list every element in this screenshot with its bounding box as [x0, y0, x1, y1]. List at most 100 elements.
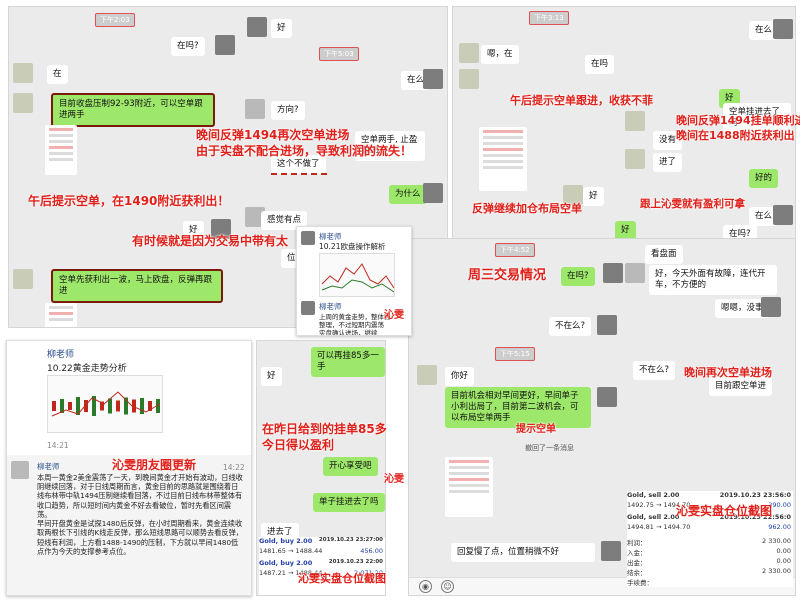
post-text: 上周的黄金走势，整体强: [319, 313, 391, 321]
chat-message: 单子挂进去了吗: [313, 493, 385, 513]
comment-body: 本周一黄金2美金震荡了一天，到晚间黄金才开始有波动，日线收阴继续回落，对于日线周…: [37, 473, 243, 556]
caption-yesterday: 在昨日给到的挂单85多 今日得以盈利: [262, 422, 387, 452]
post-time: 14:21: [47, 441, 69, 450]
chart-thumbnail: [47, 375, 163, 433]
candle: [124, 397, 128, 415]
chat-message: 好: [271, 19, 292, 39]
timestamp: 下午4:52: [495, 243, 535, 257]
avatar: [215, 35, 235, 55]
avatar: [247, 17, 267, 37]
caption-wednesday: 周三交易情况: [468, 268, 547, 283]
avatar: [459, 43, 479, 63]
position-pl: 2 071.20: [354, 569, 383, 577]
summary-label: 入金：: [627, 549, 647, 557]
summary-value: 2 330.00: [762, 567, 791, 575]
post-card-big: 柳老师 10.22黄金走势分析 14:21 柳老师 14:22 本周一黄金2美金…: [6, 340, 252, 596]
post-title: 10.22黄金走势分析: [47, 364, 127, 374]
candle: [76, 397, 80, 415]
candle: [68, 402, 72, 410]
chat-message: 不在么?: [633, 361, 676, 381]
chat-panel-bottom-right: 下午4:52 看盘面 在吗? 好，今天外面有故障，连代开车，不方便的 嗯嗯，没事…: [408, 238, 796, 596]
avatar: [13, 93, 33, 113]
chat-message: 嗯，在: [481, 45, 519, 65]
chat-panel-middle: 可以再挂85多一手 好 开心享受吧 单子挂进去了吗 进去了 Gold, buy …: [256, 340, 386, 596]
chat-message: 为什么: [389, 185, 427, 205]
summary-label: 手续费：: [627, 579, 653, 587]
candle: [108, 398, 112, 414]
comment-time: 14:22: [223, 463, 245, 472]
chat-message: 空单先获利出一波，马上欧盘，反弹再跟进: [51, 269, 223, 304]
chat-message: 在: [47, 65, 68, 85]
timestamp: 下午5:03: [319, 47, 359, 61]
avatar: [211, 219, 231, 239]
chat-message: 在么: [749, 207, 779, 227]
post-author: 柳老师: [319, 302, 342, 311]
caption-sometimes: 有时候就是因为交易中带有太: [132, 234, 289, 248]
avatar: [773, 19, 793, 39]
caption-follow-profit: 跟上沁雯就有盈利可拿: [640, 198, 745, 210]
post-text: 实盘确认进场，继续: [319, 329, 378, 336]
timestamp: 下午5:15: [495, 347, 535, 361]
chat-message: 开心享受吧: [323, 457, 378, 477]
summary-label: 出金：: [627, 559, 647, 567]
chat-message: 看盘面: [645, 245, 683, 265]
candle: [132, 399, 136, 413]
chat-panel-top-left: 下午2:03 好 在吗? 下午5:03 在 在么 目前收盘压制92-93附近，可…: [8, 6, 448, 328]
position-pl: 390.00: [768, 501, 791, 509]
candle: [52, 401, 56, 411]
chat-message: 目前跟空单进: [709, 377, 773, 397]
position-pl: 962.00: [768, 523, 791, 531]
candle: [156, 399, 160, 413]
caption-afternoon-profit: 午后提示空单，在1490附近获利出！: [28, 194, 230, 208]
dashed-underline: [271, 173, 327, 175]
chat-message: 在么: [749, 21, 779, 41]
chat-message: 嗯嗯，没事: [715, 299, 770, 319]
caption-position-shot: 沁雯实盘仓位截图: [676, 504, 773, 518]
comment-author: 柳老师: [37, 462, 60, 471]
trade-screenshot: [479, 127, 527, 191]
candle: [116, 400, 120, 412]
summary-value: 0.00: [776, 547, 791, 555]
candle: [60, 399, 64, 413]
chat-message: 空单挂进去了吗: [723, 103, 791, 134]
chat-message: 方向?: [271, 101, 305, 121]
caption-evening-rebound: 晚间反弹1494再次空单进场 由于实盘不配合进场，导致利润的流失！: [196, 128, 413, 158]
chat-message: 好: [615, 221, 636, 241]
summary-label: 结余：: [627, 569, 647, 577]
avatar: [301, 301, 315, 315]
position-label: Gold, sell 2.00: [627, 491, 680, 499]
emoji-icon[interactable]: ☺: [441, 580, 454, 593]
chat-message: 在吗?: [723, 225, 757, 241]
chat-message: 在吗: [585, 55, 615, 75]
caption-evening-hang: 晚间反弹1494挂单顺利进场 晚间在1488附近获利出: [676, 114, 800, 142]
chat-message: 没有: [653, 131, 683, 151]
caption-continue-add: 反弹继续加仓布局空单: [472, 202, 582, 215]
avatar: [563, 185, 583, 205]
chat-message: 目前收盘压制92-93附近，可以空单跟进两手: [51, 93, 215, 128]
avatar: [11, 461, 29, 479]
post-author: 柳老师: [47, 350, 75, 360]
chat-message: 好: [261, 367, 282, 387]
chat-message: 回复慢了点，位置稍微不好: [451, 543, 595, 563]
candle: [148, 401, 152, 411]
avatar: [625, 111, 645, 131]
position-date: 2019.10.23 23:27:00: [318, 537, 383, 543]
timestamp: 下午2:03: [95, 13, 135, 27]
avatar: [301, 231, 315, 245]
timestamp: 下午3:13: [529, 11, 569, 25]
post-card-small: 柳老师 10.21欧盘操作解析 柳老师 上周的黄金走势，整体强 整理，不过短期内…: [296, 226, 412, 336]
chat-message: 好: [583, 187, 604, 207]
position-pl: 456.00: [360, 547, 383, 555]
avatar: [13, 63, 33, 83]
chat-message: 在吗?: [561, 267, 595, 287]
position-prices: 1481.65 → 1488.44: [259, 547, 323, 555]
position-date: 2019.10.23 23:56:0: [719, 491, 791, 499]
position-date: 2019.10.23 22:56:0: [719, 513, 791, 521]
avatar: [423, 183, 443, 203]
chat-message: 不在么?: [549, 317, 592, 337]
candle: [92, 396, 96, 416]
candle: [100, 401, 104, 411]
voice-icon[interactable]: ◉: [419, 580, 432, 593]
